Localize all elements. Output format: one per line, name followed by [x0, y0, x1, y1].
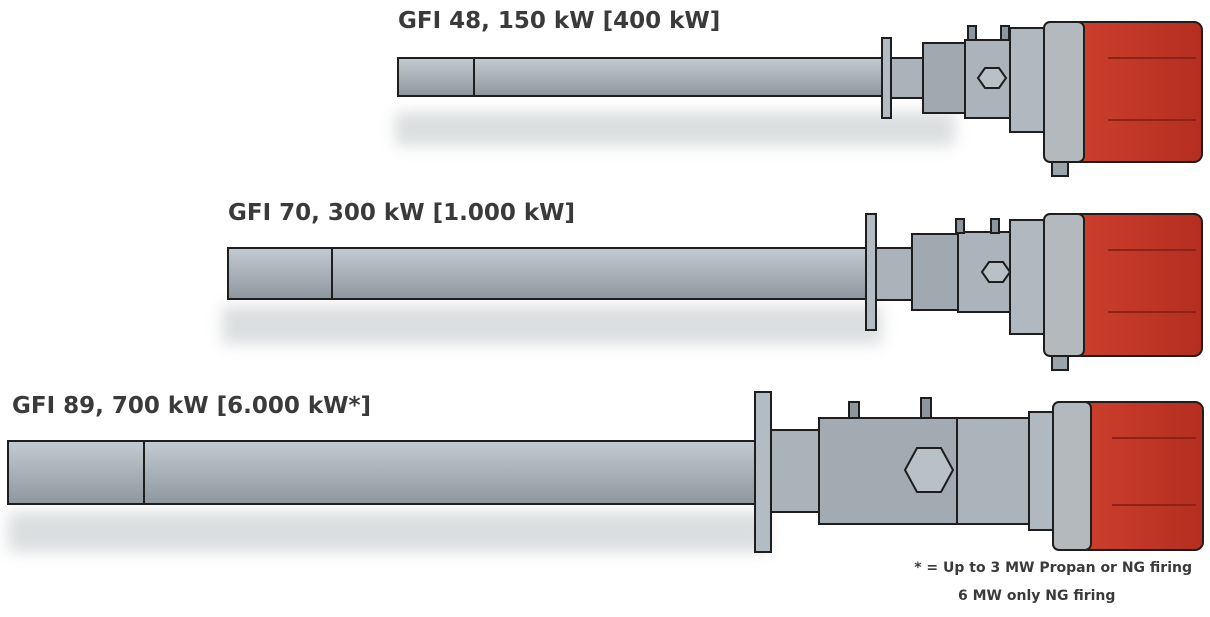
shadow: [395, 112, 955, 146]
motor-collar: [1009, 219, 1045, 335]
valve-body: [922, 42, 966, 114]
fitting: [967, 25, 977, 41]
motor-foot: [1051, 355, 1069, 371]
burner-label-gfi-48: GFI 48, 150 kW [400 kW]: [398, 8, 721, 34]
fitting: [955, 218, 965, 234]
motor-foot: [1051, 161, 1069, 177]
tube-tip: [227, 247, 333, 300]
motor-face: [1043, 213, 1085, 357]
motor-collar: [1028, 411, 1054, 531]
flange: [754, 391, 772, 553]
motor-collar: [1009, 27, 1045, 133]
shadow: [8, 512, 768, 552]
tube: [473, 57, 885, 97]
burner-gfi-48: [395, 21, 1203, 177]
shadow: [222, 306, 882, 344]
burner-gfi-70: [222, 213, 1203, 371]
flange: [881, 37, 892, 119]
flange: [865, 213, 877, 331]
fitting: [920, 397, 932, 419]
tube-tip: [7, 440, 145, 505]
footnote-line-2: 6 MW only NG firing: [958, 588, 1116, 604]
flange-neck: [890, 57, 924, 99]
footnote-line-1: * = Up to 3 MW Propan or NG firing: [914, 560, 1192, 576]
hex-nut-icon: [903, 447, 955, 493]
burner-label-gfi-89: GFI 89, 700 kW [6.000 kW*]: [12, 393, 372, 419]
tube: [143, 440, 757, 505]
fitting: [848, 401, 860, 419]
flange-neck: [770, 429, 820, 513]
burner-gfi-89: [7, 391, 1204, 553]
motor-face: [1043, 21, 1085, 163]
tube-tip: [397, 57, 475, 97]
hex-nut-icon: [976, 67, 1008, 89]
flange-neck: [875, 247, 913, 301]
connector: [956, 417, 1030, 525]
motor-face: [1052, 401, 1092, 551]
valve-body: [911, 233, 959, 311]
fitting: [990, 218, 1000, 234]
fitting: [1000, 25, 1010, 41]
hex-nut-icon: [980, 261, 1012, 283]
tube: [331, 247, 869, 300]
burner-label-gfi-70: GFI 70, 300 kW [1.000 kW]: [228, 200, 576, 226]
